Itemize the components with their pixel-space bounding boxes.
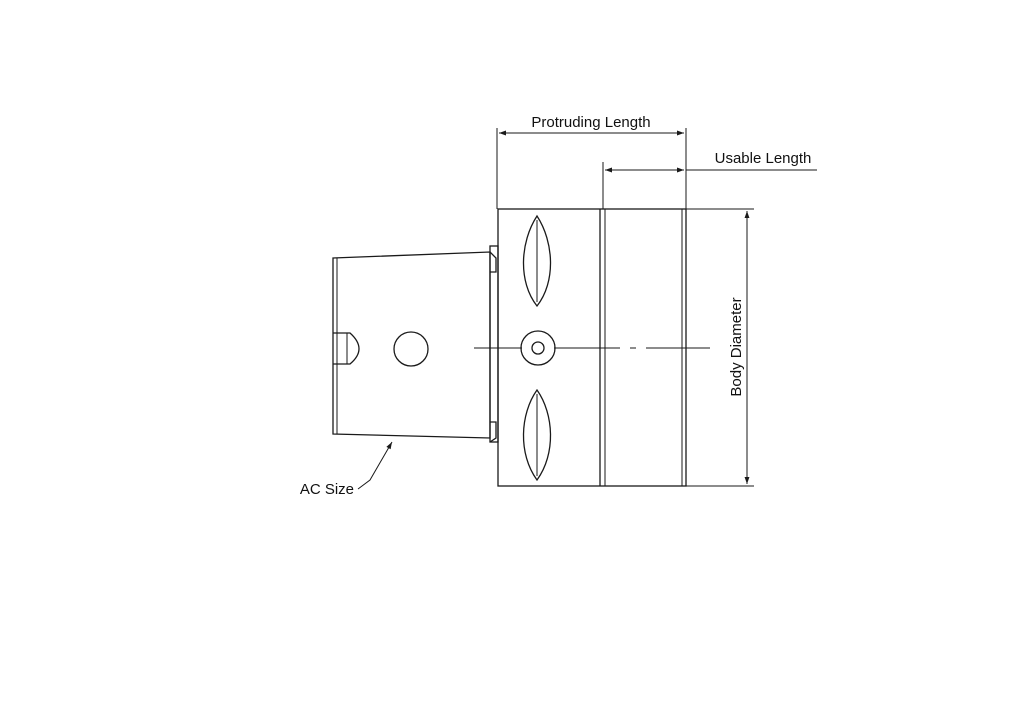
shank (332, 251, 491, 439)
ac-size-leader: AC Size (300, 441, 393, 498)
body-diameter-label: Body Diameter (728, 297, 745, 396)
body-diameter-dimension: Body Diameter (686, 208, 754, 487)
protruding-length-dimension: Protruding Length (496, 114, 687, 209)
lower-slot (522, 388, 552, 482)
protruding-length-label: Protruding Length (531, 114, 650, 131)
usable-length-dimension: Usable Length (602, 150, 817, 209)
coolant-screw (520, 330, 556, 366)
upper-slot (522, 214, 552, 308)
usable-length-label: Usable Length (715, 150, 812, 167)
ac-size-label: AC Size (300, 481, 354, 498)
shank-hole (393, 331, 429, 367)
flange (489, 245, 499, 443)
